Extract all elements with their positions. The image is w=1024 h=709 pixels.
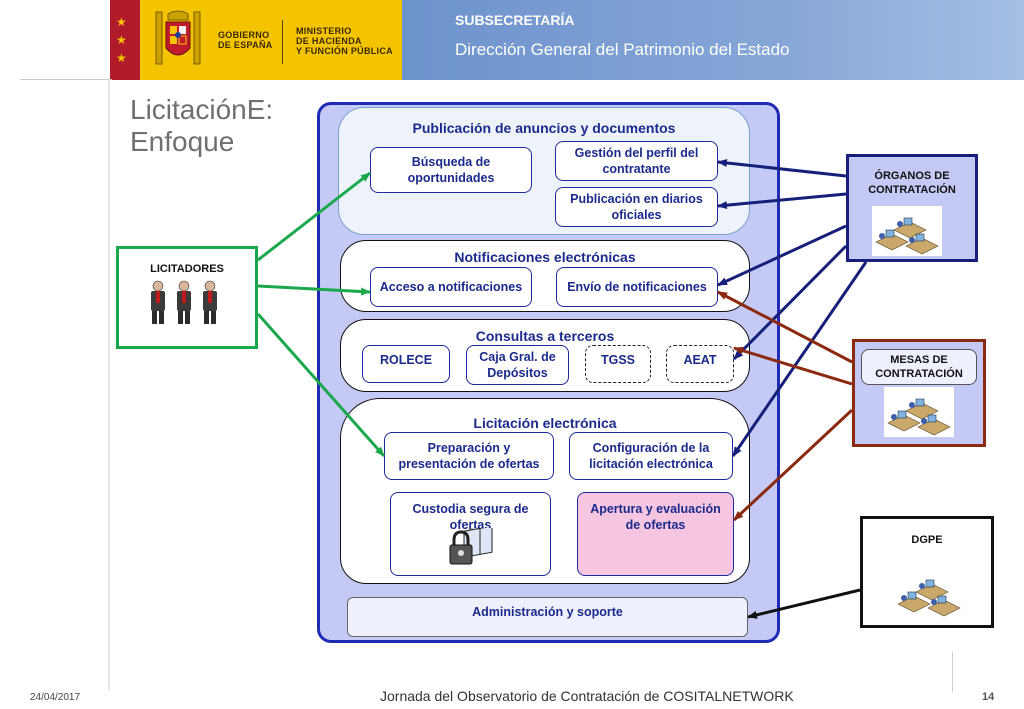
aeat-box: AEAT bbox=[666, 345, 734, 383]
header-banner: ★ ★ ★ GOBIERNO DE ESPAÑA MINISTERIO DE H… bbox=[0, 0, 1024, 80]
publicacion-diarios-box: Publicación en diarios oficiales bbox=[555, 187, 718, 227]
dgpe-label: DGPE bbox=[911, 534, 943, 546]
caja-depositos-box: Caja Gral. de Depósitos bbox=[466, 345, 569, 385]
apertura-evaluacion-box: Apertura y evaluación de ofertas bbox=[577, 492, 734, 576]
publicacion-title: Publicación de anuncios y documentos bbox=[412, 120, 676, 136]
left-rule bbox=[108, 80, 110, 690]
header-divider bbox=[20, 79, 112, 80]
eu-star-icon: ★ bbox=[116, 51, 127, 65]
arrow-organos-envio bbox=[717, 224, 847, 287]
consultas-title: Consultas a terceros bbox=[475, 328, 615, 344]
mesas-label: MESAS DE CONTRATACIÓN bbox=[861, 349, 977, 385]
acceso-notificaciones-box: Acceso a notificaciones bbox=[370, 267, 532, 307]
office-workstations-icon bbox=[872, 206, 942, 256]
tgss-box: TGSS bbox=[585, 345, 651, 383]
slide-title: LicitaciónE: Enfoque bbox=[130, 94, 274, 157]
custodia-label: Custodia segura de ofertas bbox=[412, 502, 529, 532]
arrow-mesas-envio bbox=[717, 290, 853, 364]
eu-star-icon: ★ bbox=[116, 15, 127, 29]
licitacion-title: Licitación electrónica bbox=[473, 415, 617, 431]
notificaciones-title: Notificaciones electrónicas bbox=[454, 249, 636, 265]
preparacion-ofertas-box: Preparación y presentación de ofertas bbox=[384, 432, 554, 480]
arrow-organos-gestion bbox=[717, 159, 847, 178]
arrow-organos-configuracion bbox=[731, 261, 868, 457]
footer-date: 24/04/2017 bbox=[30, 692, 81, 703]
gobierno-label: GOBIERNO DE ESPAÑA bbox=[218, 30, 273, 50]
subsecretaria-label: SUBSECRETARÍA bbox=[455, 12, 575, 28]
eu-star-icon: ★ bbox=[116, 33, 127, 47]
eu-flag-strip bbox=[110, 0, 140, 80]
logo-separator bbox=[282, 20, 283, 64]
arrow-dgpe-administracion bbox=[747, 588, 861, 619]
rolece-box: ROLECE bbox=[362, 345, 450, 383]
direccion-general-label: Dirección General del Patrimonio del Est… bbox=[455, 40, 790, 59]
header-white-area bbox=[0, 0, 110, 80]
organos-label: ÓRGANOS DE CONTRATACIÓN bbox=[868, 170, 956, 196]
gestion-perfil-box: Gestión del perfil del contratante bbox=[555, 141, 718, 181]
arrow-licitadores-preparacion bbox=[256, 313, 386, 457]
arrow-organos-aeat bbox=[732, 244, 848, 361]
right-rule bbox=[952, 652, 953, 692]
lock-documents-icon bbox=[449, 528, 493, 565]
arrow-mesas-aeat bbox=[733, 346, 853, 386]
busqueda-oportunidades-box: Búsqueda de oportunidades bbox=[370, 147, 532, 193]
arrow-mesas-apertura bbox=[732, 408, 854, 522]
arrow-licitadores-busqueda bbox=[257, 171, 371, 262]
administracion-soporte-box: Administración y soporte bbox=[347, 597, 748, 637]
header-blue-band bbox=[402, 0, 1024, 80]
arrow-licitadores-acceso bbox=[257, 284, 371, 296]
footer-event: Jornada del Observatorio de Contratación… bbox=[380, 688, 794, 704]
bidders-people-icon bbox=[151, 280, 217, 324]
office-workstations-icon bbox=[894, 568, 964, 618]
coat-of-arms-icon bbox=[155, 10, 201, 65]
licitadores-label: LICITADORES bbox=[150, 263, 224, 275]
arrow-organos-diarios bbox=[717, 192, 847, 210]
envio-notificaciones-box: Envío de notificaciones bbox=[556, 267, 718, 307]
page-number: 14 bbox=[982, 691, 995, 703]
office-workstations-icon bbox=[884, 387, 954, 437]
ministerio-label: MINISTERIO DE HACIENDA Y FUNCIÓN PÚBLICA bbox=[296, 26, 393, 56]
